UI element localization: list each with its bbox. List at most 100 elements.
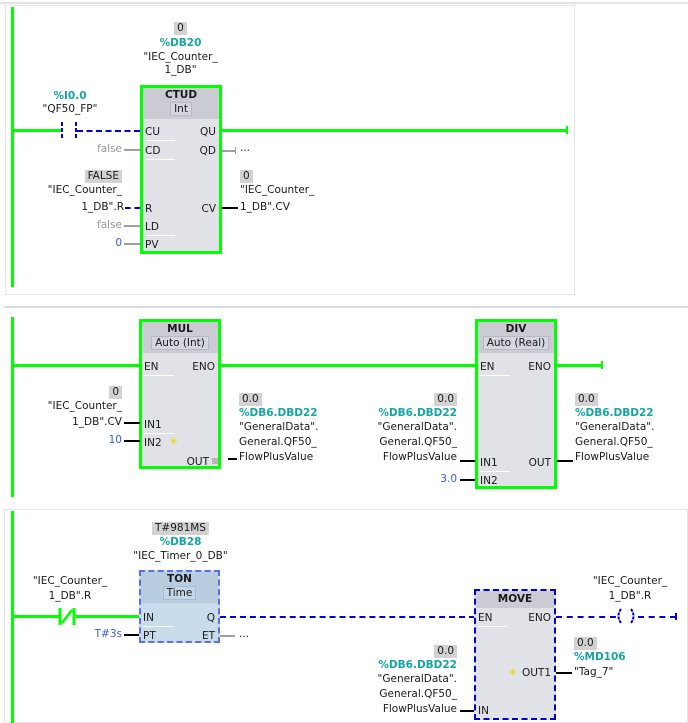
pin-pv: PV	[145, 239, 159, 251]
pin-in1: IN1	[480, 457, 510, 472]
power-rail-3	[11, 511, 14, 723]
wire-move-in	[460, 710, 475, 712]
wire-ton-q-to-move-en	[220, 616, 475, 618]
wire-rail-to-nc-contact	[13, 615, 60, 618]
pin-in: IN	[143, 612, 173, 627]
mul-in2-value[interactable]: 10	[108, 434, 122, 446]
wire-qu-out	[222, 129, 567, 132]
normally-closed-contact-icon[interactable]	[58, 608, 78, 625]
ton-value: T#981MS	[130, 522, 231, 535]
wire-coil-out	[638, 616, 676, 618]
pin-out1: OUT1	[521, 667, 551, 679]
ton-et-value[interactable]: ...	[239, 628, 250, 640]
ctud-datatype[interactable]: Int	[170, 102, 192, 116]
div-in1-tag-line2[interactable]: General.QF50_	[379, 436, 457, 448]
wire-mul-out	[228, 458, 237, 460]
pin-pt: PT	[143, 630, 156, 642]
mul-out-tag-line2[interactable]: General.QF50_	[239, 436, 317, 448]
add-input-icon[interactable]: ✳	[169, 435, 179, 448]
qd-output-value[interactable]: ...	[240, 142, 251, 154]
wire-r	[125, 207, 140, 209]
move-header: MOVE	[476, 591, 554, 608]
power-rail-2	[11, 317, 14, 497]
div-datatype[interactable]: Auto (Real)	[482, 336, 550, 350]
power-rail-1	[11, 7, 14, 287]
cv-output-tag-line1[interactable]: "IEC_Counter_	[240, 184, 315, 196]
pin-cv: CV	[201, 203, 216, 215]
wire-div-out	[557, 460, 573, 462]
move-in-tag-line3[interactable]: FlowPlusValue	[382, 703, 457, 715]
network-separator	[4, 306, 688, 308]
mul-in1-tag-line1[interactable]: "IEC_Counter_	[47, 400, 122, 412]
normally-open-contact-icon[interactable]	[60, 122, 80, 140]
wire-div-in2	[460, 479, 476, 481]
ton-datatype[interactable]: Time	[162, 586, 197, 600]
ton-db-address: %DB28	[159, 536, 202, 548]
move-in-value: 0.0	[360, 645, 457, 658]
div-in1-tag-line3[interactable]: FlowPlusValue	[382, 451, 457, 463]
ctud-type: CTUD	[164, 89, 198, 101]
div-in2-value[interactable]: 3.0	[440, 473, 457, 485]
move-type: MOVE	[497, 593, 533, 605]
div-header: DIV Auto (Real)	[478, 322, 554, 353]
wire-mul-eno-to-div-en	[221, 364, 476, 367]
ctud-db-address: %DB20	[159, 37, 202, 49]
div-out-tag-line3[interactable]: FlowPlusValue	[575, 451, 650, 463]
contact-address: %I0.0	[53, 90, 87, 102]
pin-cu: CU	[145, 126, 176, 141]
mul-out-tag-line3[interactable]: FlowPlusValue	[239, 451, 314, 463]
cv-output-value: 0	[240, 170, 253, 183]
wire-cv	[222, 207, 238, 209]
ld-input-value[interactable]: false	[97, 219, 122, 231]
move-out-address: %MD106	[574, 651, 626, 663]
pin-ld: LD	[145, 221, 175, 236]
move-out-value: 0.0	[574, 637, 597, 650]
top-separator	[0, 2, 688, 4]
ctud-instance-line1: "IEC_Counter_	[143, 51, 218, 63]
ctud-block[interactable]: CTUD Int CU CD R LD PV QU QD CV	[140, 85, 222, 254]
ton-pt-value[interactable]: T#3s	[94, 628, 122, 640]
div-in1-tag-line1[interactable]: "GeneralData".	[377, 421, 457, 433]
add-output-icon[interactable]: ✳	[508, 666, 518, 679]
move-block[interactable]: MOVE EN IN ENO ✳ OUT1	[474, 589, 556, 720]
mul-out-address: %DB6.DBD22	[239, 407, 318, 419]
network-1[interactable]	[5, 5, 575, 295]
div-block[interactable]: DIV Auto (Real) EN IN1 IN2 ENO OUT	[475, 319, 557, 489]
ton-block[interactable]: TON Time IN PT Q ET	[139, 570, 220, 643]
wire-mul-in1	[124, 422, 140, 424]
wire-pv	[124, 243, 140, 245]
pin-en: EN	[144, 361, 173, 376]
wire-move-eno-to-coil	[556, 616, 616, 618]
pin-eno: ENO	[192, 361, 215, 373]
mul-in1-tag-line2[interactable]: 1_DB".CV	[72, 416, 122, 428]
coil-tag-line2[interactable]: 1_DB".R	[608, 590, 652, 602]
coil-tag-line1[interactable]: "IEC_Counter_	[592, 575, 668, 587]
move-in-tag-line1[interactable]: "GeneralData".	[377, 673, 457, 685]
div-out-tag-line1[interactable]: "GeneralData".	[575, 421, 655, 433]
pin-cd: CD	[145, 145, 176, 160]
wire-move-out1	[556, 672, 572, 674]
pv-input-value[interactable]: 0	[115, 237, 122, 249]
pin-q: Q	[206, 612, 215, 624]
ton-type: TON	[167, 573, 192, 585]
r-input-tag-line2[interactable]: 1_DB".R	[81, 201, 124, 213]
move-out-tag[interactable]: "Tag_7"	[574, 666, 614, 678]
out-fold-icon	[212, 458, 218, 464]
wire-rail-to-contact	[13, 129, 62, 132]
mul-out-tag-line1[interactable]: "GeneralData".	[239, 421, 319, 433]
mul-datatype[interactable]: Auto (Int)	[151, 336, 209, 350]
cv-output-tag-line2[interactable]: 1_DB".CV	[240, 201, 290, 213]
coil-icon[interactable]	[614, 607, 638, 625]
r-input-tag-line1[interactable]: "IEC_Counter_	[47, 184, 122, 196]
mul-in1-value: 0	[60, 386, 122, 399]
ton-header: TON Time	[141, 572, 218, 603]
nc-contact-tag-line1[interactable]: "IEC_Counter_	[32, 575, 108, 587]
nc-contact-tag-line2[interactable]: 1_DB".R	[48, 590, 92, 602]
mul-block[interactable]: MUL Auto (Int) EN IN1 IN2 ✳ ENO OUT	[139, 319, 221, 469]
pin-en: EN	[478, 612, 507, 627]
move-in-tag-line2[interactable]: General.QF50_	[379, 688, 457, 700]
cd-input-value[interactable]: false	[97, 143, 122, 155]
div-out-tag-line2[interactable]: General.QF50_	[575, 436, 653, 448]
pin-in2: IN2	[144, 437, 162, 449]
ctud-header: CTUD Int	[143, 88, 219, 119]
